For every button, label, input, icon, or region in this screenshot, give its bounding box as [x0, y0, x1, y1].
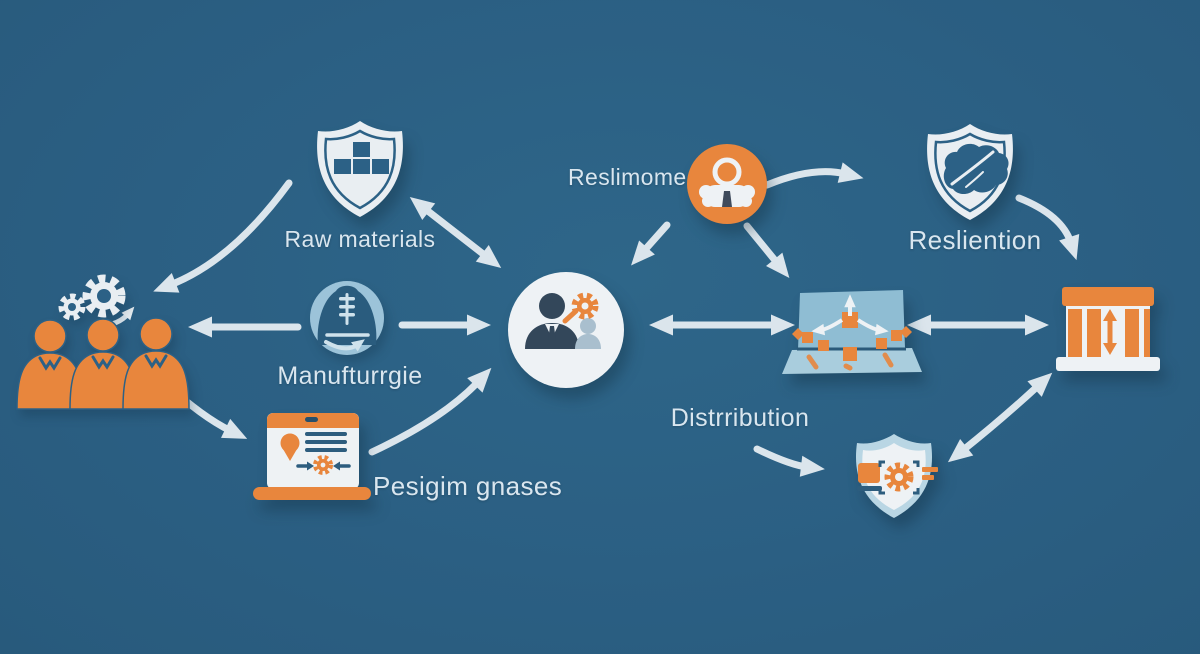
label-consumer: Reslimome — [568, 164, 687, 190]
location-pin-icon — [280, 433, 300, 461]
person-glyph — [699, 157, 755, 207]
left-arrow-icon — [333, 461, 351, 471]
resilience-shield-icon — [927, 124, 1013, 220]
bank-icon — [1056, 287, 1160, 371]
connector-arrows — [109, 162, 1080, 477]
central-team-circle-icon — [508, 272, 624, 388]
consumer-circle-icon — [687, 144, 767, 224]
org-chart-glyph — [792, 294, 912, 371]
label-distribution: Distrribution — [670, 404, 810, 432]
gears-icon — [58, 274, 126, 321]
swoosh-arrow-glyph — [324, 339, 365, 352]
manager-person-glyph — [525, 293, 579, 349]
workers-group-icon — [16, 274, 190, 410]
arrow-consumer-to-resilience — [763, 162, 864, 189]
arrow-resilience-to-bank — [1015, 194, 1080, 261]
text-lines-glyph — [305, 432, 347, 452]
label-resilience: Resliention — [908, 225, 1042, 255]
arrow-consumer-to-center — [631, 221, 671, 266]
handshake-glyph — [943, 143, 1009, 195]
gear-icon — [562, 292, 599, 324]
arrow-distribution-to-shield — [753, 445, 825, 477]
secure-distribution-shield-icon — [855, 434, 938, 518]
arrow-small-gears — [109, 306, 135, 327]
arrow-raw-to-workers — [153, 179, 293, 293]
right-arrow-icon — [296, 461, 314, 471]
network-laptop-icon — [782, 290, 922, 374]
arrow-shield-bank-bidirectional — [947, 372, 1053, 463]
label-manufacturing: Manufturrgie — [277, 362, 423, 390]
gear-scan-glyph — [857, 460, 938, 495]
arrow-raw-center-bidirectional — [409, 196, 502, 269]
raw-materials-shield-icon — [317, 121, 403, 217]
gear-icon — [313, 455, 333, 475]
manufacturing-circle-icon — [310, 281, 384, 355]
assistant-person-glyph — [575, 318, 601, 349]
design-laptop-icon — [253, 413, 371, 500]
spine-glyph — [339, 293, 355, 325]
arrow-design-to-center — [368, 367, 492, 456]
arrow-consumer-to-network — [743, 222, 790, 278]
label-raw-materials: Raw materials — [284, 226, 436, 252]
updown-arrow-glyph — [1103, 309, 1117, 355]
three-people-icon — [16, 317, 190, 410]
label-design: Pesigim gnases — [373, 471, 563, 501]
blocks-glyph — [334, 142, 389, 174]
